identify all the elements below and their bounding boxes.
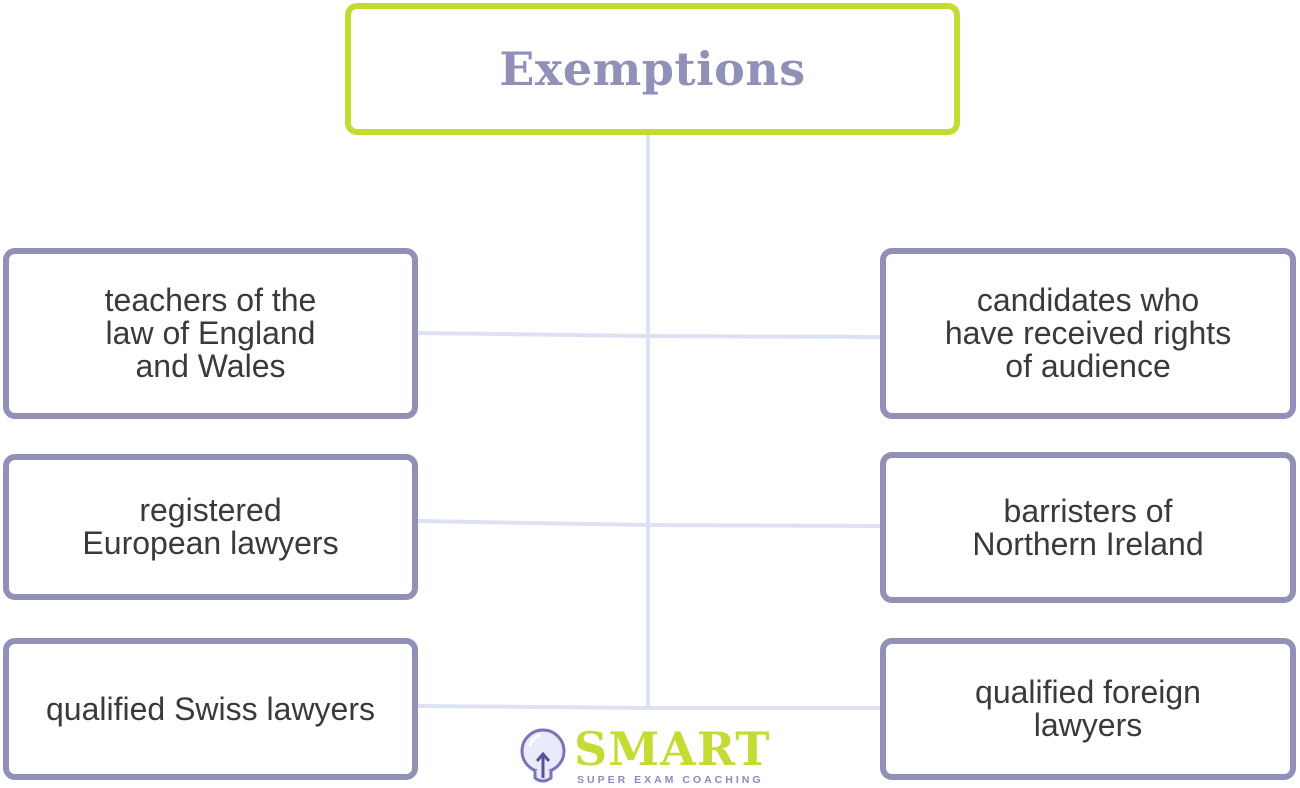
- logo-tagline: SUPER EXAM COACHING: [577, 774, 764, 786]
- node-line: teachers of the: [104, 282, 317, 318]
- logo-wordmark: SMART: [574, 722, 771, 776]
- node-foreign-lawyers: qualified foreign lawyers: [880, 638, 1296, 780]
- node-line: qualified Swiss lawyers: [45, 690, 375, 727]
- branch-line-right-2: [647, 523, 881, 528]
- node-line: have received rights: [944, 315, 1232, 351]
- node-swiss-lawyers: qualified Swiss lawyers: [3, 638, 418, 780]
- branch-line-right-1: [647, 334, 881, 339]
- branch-line-left-2: [417, 519, 649, 527]
- title-node: Exemptions: [345, 3, 960, 135]
- node-line: law of England: [105, 315, 316, 351]
- branch-line-left-1: [417, 331, 649, 338]
- node-line: European lawyers: [82, 525, 339, 561]
- node-line: of audience: [1005, 348, 1171, 384]
- diagram-title: Exemptions: [499, 42, 806, 96]
- smart-logo: SMART SUPER EXAM COACHING: [518, 722, 788, 788]
- node-line: qualified foreign: [975, 674, 1201, 710]
- node-line: barristers of: [1003, 492, 1173, 529]
- node-line: candidates who: [976, 282, 1200, 318]
- branch-line-left-3: [417, 704, 649, 710]
- node-line: lawyers: [1033, 707, 1143, 743]
- node-teachers: teachers of the law of England and Wales: [3, 248, 418, 419]
- node-line: Northern Ireland: [972, 525, 1204, 562]
- node-northern-ireland: barristers of Northern Ireland: [880, 452, 1296, 603]
- node-european-lawyers: registered European lawyers: [3, 454, 418, 600]
- lightbulb-icon: [520, 728, 566, 783]
- node-line: registered: [139, 492, 282, 528]
- node-rights-of-audience: candidates who have received rights of a…: [880, 248, 1296, 419]
- node-line: and Wales: [135, 348, 286, 384]
